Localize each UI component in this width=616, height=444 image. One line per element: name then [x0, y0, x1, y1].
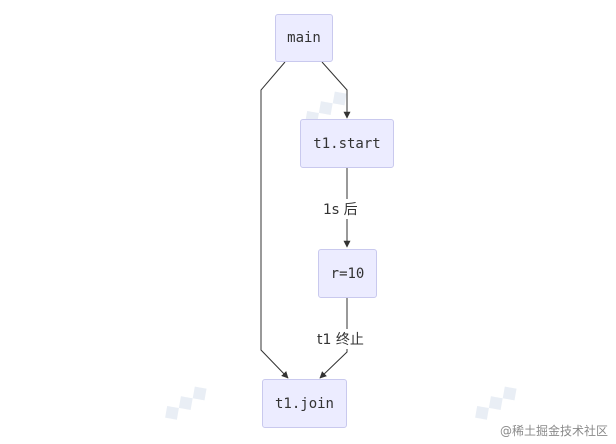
edge-label-after-1s: 1s 后: [323, 199, 358, 219]
edge-label-t1-end: t1 终止: [317, 329, 364, 349]
edge-main-to-t1-start: [321, 61, 351, 119]
edge-r-to-t1-join: [319, 298, 348, 379]
node-t1-join-label: t1.join: [274, 395, 334, 412]
node-main: main: [275, 14, 333, 62]
node-t1-join: t1.join: [262, 379, 347, 428]
node-main-label: main: [287, 30, 321, 46]
edge-main-to-t1-join: [260, 61, 289, 379]
node-t1-start-label: t1.start: [313, 135, 381, 152]
node-r-assign-label: r=10: [330, 265, 365, 282]
node-r-assign: r=10: [318, 249, 377, 298]
site-watermark: @稀土掘金技术社区: [499, 424, 608, 438]
node-t1-start: t1.start: [300, 119, 394, 168]
